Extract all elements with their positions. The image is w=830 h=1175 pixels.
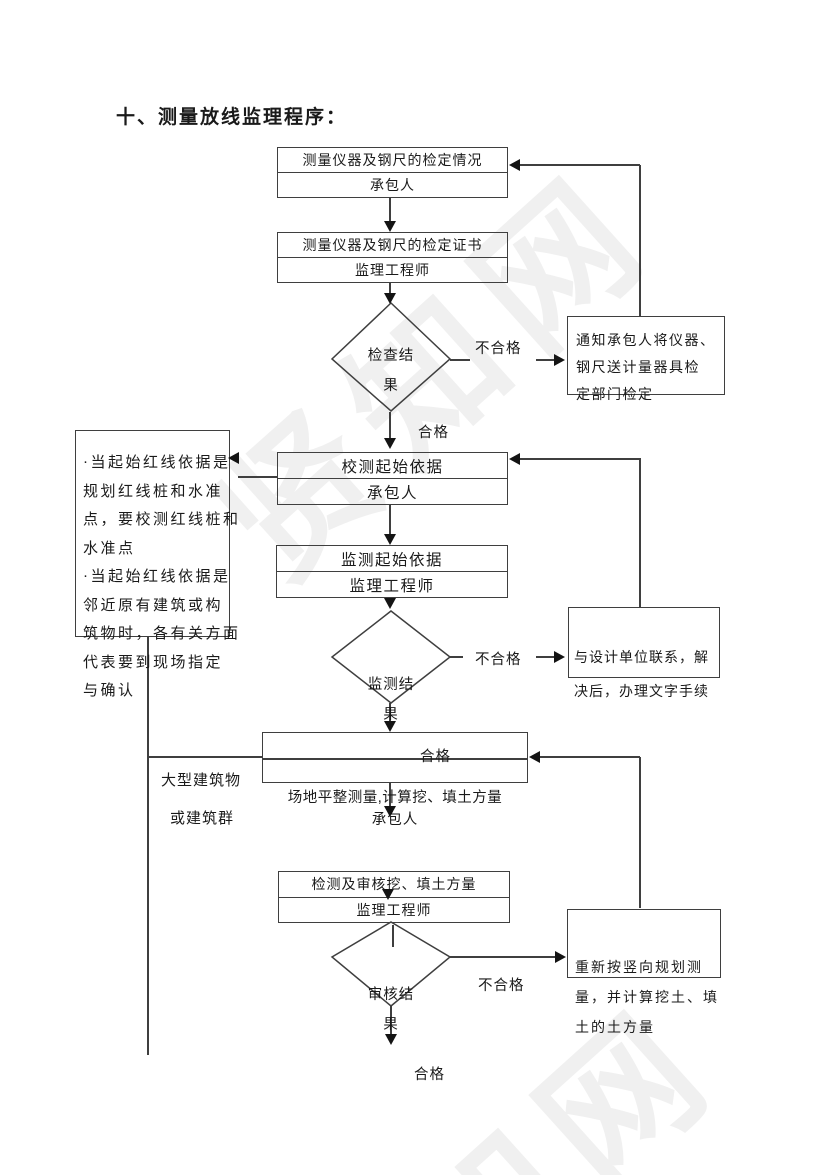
- edge-label-pass: 合格: [414, 1067, 445, 1083]
- note-line: 与确认: [83, 683, 136, 699]
- arrowhead-down-icon: [384, 438, 396, 449]
- box-notify-line: 定部门检定: [576, 386, 654, 402]
- arrowhead-down-icon: [384, 293, 396, 304]
- box-notify-line: 钢尺送计量器具检: [576, 359, 700, 375]
- connector-line: [148, 756, 262, 758]
- box-design-contact-line: 决后，办理文字手续: [574, 683, 709, 699]
- connector-line: [450, 656, 463, 658]
- box-monitor-datum-title: 监测起始依据: [277, 546, 507, 572]
- box-inspect-cert: 测量仪器及钢尺的检定证书 监理工程师: [277, 232, 508, 283]
- box-notify: [567, 316, 725, 395]
- connector-line: [639, 165, 641, 316]
- box-check-earthwork-actor: 监理工程师: [356, 901, 432, 918]
- edge-label-fail: 不合格: [475, 652, 522, 668]
- diamond-check-result: [330, 301, 452, 412]
- diamond-check-result-text: 果: [383, 378, 399, 394]
- diamond-review-result-text: 审核结: [367, 987, 415, 1003]
- arrowhead-down-icon: [384, 598, 396, 609]
- box-divider: [263, 758, 527, 760]
- note-line: 邻近原有建筑或构: [83, 597, 224, 614]
- diamond-review-result-text: 果: [383, 1017, 399, 1033]
- arrowhead-down-icon: [384, 221, 396, 232]
- box-check-earthwork-title: 检测及审核挖、填土方量: [279, 872, 509, 898]
- arrowhead-down-icon: [385, 1034, 397, 1045]
- box-verify-datum-title: 校测起始依据: [278, 453, 507, 479]
- connector-line: [389, 703, 391, 721]
- edge-label-pass: 合格: [418, 425, 449, 441]
- box-inspect-status-title: 测量仪器及钢尺的检定情况: [278, 148, 507, 173]
- arrowhead-left-icon: [529, 751, 540, 763]
- connector-line: [392, 925, 394, 947]
- box-site-level: [262, 732, 528, 783]
- connector-line: [513, 458, 640, 460]
- box-verify-datum: 校测起始依据 承包人: [277, 452, 508, 505]
- diamond-check-result-text: 检查结: [367, 348, 415, 364]
- edge-label-fail: 不合格: [475, 341, 522, 357]
- connector-line: [389, 783, 391, 807]
- box-inspect-cert-actor: 监理工程师: [355, 262, 430, 278]
- note-line: 规划红线桩和水准: [83, 483, 224, 500]
- box-notify-line: 通知承包人将仪器、: [576, 332, 716, 348]
- arrowhead-left-icon: [228, 452, 239, 464]
- box-note: [75, 430, 230, 637]
- side-label-building: 大型建筑物: [161, 772, 242, 789]
- box-remeasure-line: 土的土方量: [575, 1019, 655, 1035]
- note-text: ·当起始红线依据是 规划红线桩和水准 点，要校测红线桩和 水准点 ·当起始红线依…: [83, 449, 241, 706]
- diamond-review-result: [330, 921, 452, 1007]
- box-remeasure-line: 量，并计算挖土、填: [575, 989, 719, 1005]
- connector-line: [147, 637, 149, 1055]
- edge-label-pass: 合格: [420, 749, 451, 765]
- arrowhead-down-icon: [384, 534, 396, 545]
- connector-line: [536, 359, 556, 361]
- connector-line: [532, 756, 640, 758]
- box-remeasure: [567, 909, 721, 978]
- box-design-contact-line: 与设计单位联系，解: [574, 649, 709, 665]
- note-line: 筑物时，各有关方面: [83, 626, 241, 642]
- side-label-building: 或建筑群: [170, 810, 235, 827]
- diamond-monitor-result-text: 监测结: [367, 677, 415, 693]
- box-check-earthwork: 检测及审核挖、填土方量 监理工程师: [278, 871, 510, 923]
- connector-line: [513, 164, 640, 166]
- connector-line: [389, 412, 391, 438]
- arrowhead-right-icon: [554, 354, 565, 366]
- arrowhead-down-icon: [384, 721, 396, 732]
- box-monitor-datum-actor: 监理工程师: [349, 577, 435, 595]
- box-verify-datum-actor: 承包人: [366, 484, 418, 502]
- connector-line: [639, 458, 641, 607]
- note-line: ·当起始红线依据是: [83, 569, 231, 585]
- connector-line: [389, 505, 391, 534]
- box-inspect-status-actor: 承包人: [370, 177, 415, 193]
- note-line: 水准点: [83, 540, 136, 557]
- arrowhead-down-icon: [382, 889, 394, 900]
- arrowhead-right-icon: [554, 651, 565, 663]
- edge-label-fail: 不合格: [478, 978, 525, 994]
- box-remeasure-line: 重新按竖向规划测: [575, 959, 703, 975]
- arrowhead-left-icon: [509, 159, 520, 171]
- box-monitor-datum: 监测起始依据 监理工程师: [276, 545, 508, 598]
- box-design-contact: [568, 607, 720, 678]
- connector-line: [536, 656, 557, 658]
- arrowhead-down-icon: [384, 806, 396, 817]
- site-level-actor: 承包人: [371, 812, 419, 828]
- note-line: 代表要到现场指定: [83, 654, 224, 671]
- box-remeasure-text: 重新按竖向规划测 量，并计算挖土、填 土的土方量: [575, 952, 719, 1042]
- connector-line: [390, 1006, 392, 1036]
- connector-line: [238, 476, 277, 478]
- note-line: ·当起始红线依据是: [83, 455, 231, 471]
- page-title: 十、测量放线监理程序：: [116, 107, 348, 128]
- box-inspect-cert-title: 测量仪器及钢尺的检定证书: [278, 233, 507, 258]
- note-line: 点，要校测红线桩和: [83, 512, 241, 528]
- site-level-caption: 场地平整测量,计算挖、填土方量: [287, 790, 503, 806]
- connector-line: [389, 198, 391, 225]
- box-inspect-status: 测量仪器及钢尺的检定情况 承包人: [277, 147, 508, 198]
- connector-line: [450, 359, 470, 361]
- arrowhead-left-icon: [509, 453, 520, 465]
- box-notify-text: 通知承包人将仪器、 钢尺送计量器具检 定部门检定: [576, 327, 716, 408]
- arrowhead-right-icon: [555, 951, 566, 963]
- connector-line: [639, 757, 641, 908]
- diamond-monitor-result: [330, 610, 452, 704]
- connector-line: [450, 956, 562, 958]
- diamond-monitor-result-text: 果: [383, 707, 399, 723]
- connector-line: [389, 283, 391, 297]
